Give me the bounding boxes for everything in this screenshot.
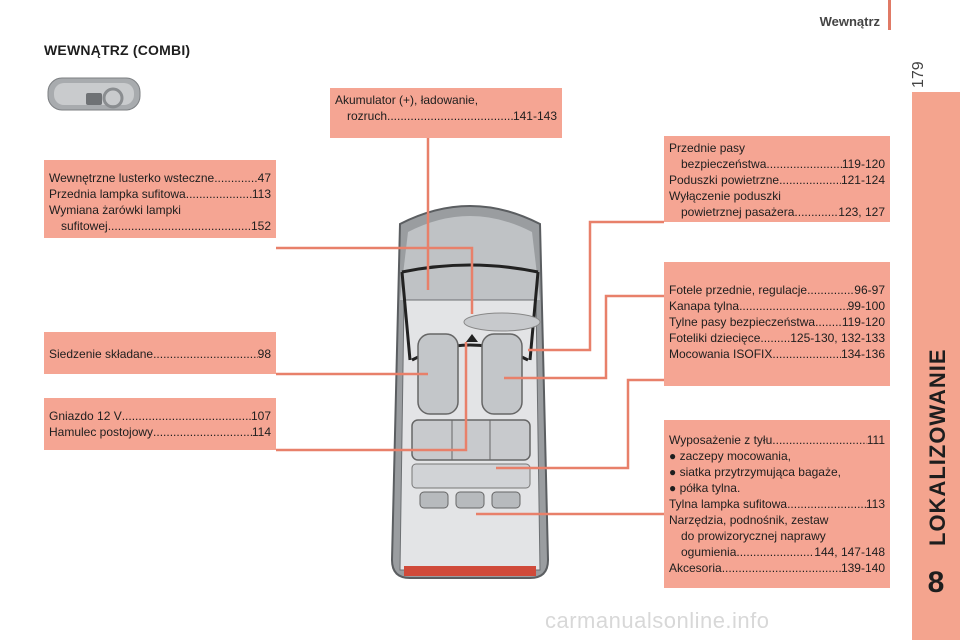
callout-socket: Gniazdo 12 V107 Hamulec postojowy 114 [44, 398, 276, 450]
callout-rear-equipment: Wyposażenie z tyłu 111 ● zaczepy mocowan… [664, 420, 890, 588]
callout-line: ● siatka przytrzymująca bagaże, [669, 465, 841, 479]
callout-line: Wymiana żarówki lampki [49, 203, 181, 217]
leader-lines [276, 138, 664, 516]
vehicle-top-view [390, 205, 550, 579]
entry-label: rozruch [347, 109, 388, 123]
page-title: WEWNĄTRZ (COMBI) [44, 42, 191, 58]
callout-entry: Mocowania ISOFIX134-136 [669, 346, 885, 362]
callout-entry: Tylne pasy bezpieczeństwa 119-120 [669, 314, 885, 330]
callout-line: ● zaczepy mocowania, [669, 449, 791, 463]
callout-entry: Wewnętrzne lusterko wsteczne 47 [49, 170, 271, 186]
callout-entry: Fotele przednie, regulacje 96-97 [669, 282, 885, 298]
callout-mirror: Wewnętrzne lusterko wsteczne 47 Przednia… [44, 160, 276, 238]
entry-page: 141-143 [512, 109, 557, 123]
callout-entry: Przednia lampka sufitowa 113 [49, 186, 271, 202]
callout-entry: Hamulec postojowy 114 [49, 424, 271, 440]
callout-entry: Poduszki powietrzne121-124 [669, 172, 885, 188]
callout-folding-seat: Siedzenie składane 98 [44, 332, 276, 374]
header-divider [888, 0, 891, 30]
callout-belts-airbags: Przednie pasy bezpieczeństwa 119-120 Pod… [664, 136, 890, 222]
callout-line: Przednie pasy [669, 141, 746, 155]
rearview-mirror-icon [47, 77, 141, 111]
callout-battery: Akumulator (+), ładowanie, rozruch 141-14… [330, 88, 562, 138]
callout-entry: powietrznej pasażera123, 127 [669, 204, 885, 220]
callout-line: ● półka tylna. [669, 481, 741, 495]
callout-entry: bezpieczeństwa 119-120 [669, 156, 885, 172]
callout-entry: Gniazdo 12 V107 [49, 408, 271, 424]
callout-line: Wyłączenie poduszki [669, 189, 781, 203]
callout-line: Akumulator (+), ładowanie, [335, 93, 479, 107]
callout-entry: sufitowej152 [49, 218, 271, 234]
section-header: Wewnątrz [819, 14, 880, 29]
callout-line: Narzędzia, podnośnik, zestaw [669, 513, 829, 527]
leader-dots [387, 108, 513, 124]
callout-entry: Akcesoria 139-140 [669, 560, 885, 576]
callout-entry: ogumienia 144, 147-148 [669, 544, 885, 560]
watermark: carmanualsonline.info [545, 608, 770, 633]
callout-entry: rozruch 141-143 [335, 108, 557, 124]
callout-seats: Fotele przednie, regulacje 96-97 Kanapa … [664, 262, 890, 386]
chapter-number: 8 [927, 566, 945, 599]
callout-entry: Foteliki dziecięce 125-130, 132-133 [669, 330, 885, 346]
callout-entry: Siedzenie składane 98 [49, 346, 271, 362]
callout-entry: Wyposażenie z tyłu 111 [669, 432, 885, 448]
callout-entry: Kanapa tylna99-100 [669, 298, 885, 314]
chapter-side-tab [912, 92, 960, 640]
callout-line: do prowizorycznej naprawy [681, 529, 826, 543]
callout-entry: Tylna lampka sufitowa 113 [669, 496, 885, 512]
